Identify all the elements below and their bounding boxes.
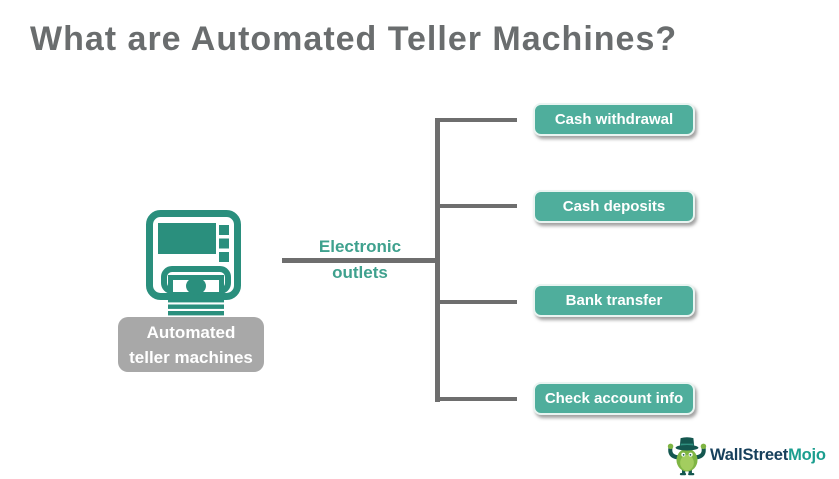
page-title: What are Automated Teller Machines? xyxy=(30,20,678,58)
connector-label-line1: Electronic xyxy=(318,237,402,256)
function-box-bank-transfer: Bank transfer xyxy=(533,284,695,317)
function-box-cash-withdrawal: Cash withdrawal xyxy=(533,103,695,136)
atm-label-line2: teller machines xyxy=(129,347,253,367)
connector-label: Electronic outlets xyxy=(297,234,423,286)
brand-name-mojo: Mojo xyxy=(788,446,826,464)
function-box-check-account-info: Check account info xyxy=(533,382,695,415)
bracket-vertical-line xyxy=(435,117,440,402)
branch-line-bank-transfer xyxy=(435,299,517,304)
branch-line-cash-deposits xyxy=(435,203,517,208)
atm-label: Automated teller machines xyxy=(118,317,264,372)
connector-label-line2: outlets xyxy=(332,263,388,282)
wallstreetmojo-mascot-icon xyxy=(667,437,707,476)
brand-name: WallStreetMojo xyxy=(710,446,826,465)
main-connector-line xyxy=(282,258,437,263)
branch-line-cash-withdrawal xyxy=(435,117,517,122)
branch-line-check-account-info xyxy=(435,396,517,401)
function-box-cash-deposits: Cash deposits xyxy=(533,190,695,223)
brand-logo: WallStreetMojo xyxy=(666,435,826,476)
atm-machine-icon xyxy=(146,210,241,316)
atm-label-line1: Automated xyxy=(146,322,236,342)
brand-name-wallstreet: WallStreet xyxy=(710,446,789,464)
